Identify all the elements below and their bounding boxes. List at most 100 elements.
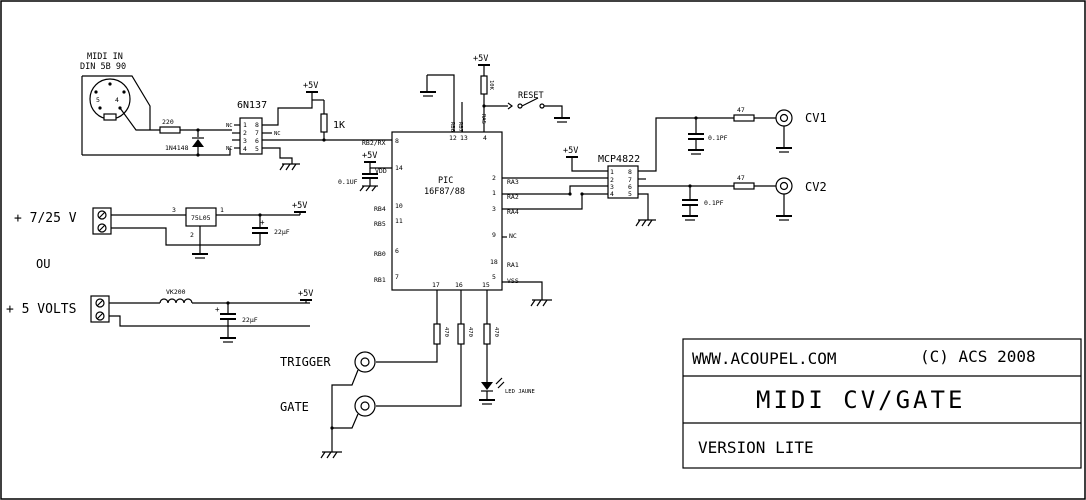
resistor-470-led-label: 470 [493,327,499,337]
opto-pin1: 1 [243,121,247,129]
dac-pin7: 7 [628,176,632,184]
pic-rb4-label: RB4 [374,205,386,213]
pic-pin1: 1 [492,189,496,197]
pic-pin9: 9 [492,231,496,239]
pic-name: PIC [438,176,453,186]
power-label-reset: +5V [473,54,488,64]
opto-pin6: 6 [255,137,259,145]
midi-pin4-label: 4 [115,96,119,104]
reg-pin-gnd: 2 [190,231,194,239]
dac-mcp4822: MCP4822 1 2 3 4 8 7 6 5 +5V [502,117,734,227]
pic-pin2: 2 [492,174,496,182]
title-website: WWW.ACOUPEL.COM [692,349,837,368]
supply-5v-section: + 5 VOLTS VK200 + 22µF +5V [6,288,313,343]
opto-pin3: 3 [243,137,247,145]
inductor-vk200 [159,298,193,304]
reset-circuit: +5V 10K RESET [473,54,570,132]
midi-pin5-label: 5 [96,96,100,104]
cv1-label: CV1 [805,111,827,125]
pic-pin12: 12 [449,134,457,142]
dac-cap1-label: 0.1PF [708,134,728,142]
pic-pin8: 8 [395,137,399,145]
optocoupler-name: 6N137 [237,100,267,111]
gate-label: GATE [280,400,309,414]
optocoupler-6n137: 6N137 1 2 3 4 8 7 6 5 NC NC NC [226,100,395,171]
trigger-jack [354,351,376,373]
opto-nc-pin7: NC [274,131,281,137]
pic-pin11: 11 [395,217,403,225]
pic-rb1-label: RB1 [374,276,386,284]
diode-label: 1N4148 [165,144,189,152]
inductor-label: VK200 [166,288,186,296]
supply-regulator-section: + 7/25 V 3 75L05 1 2 + 22µF +5V [14,201,307,259]
title-copyright: (C) ACS 2008 [920,347,1036,366]
trigger-label: TRIGGER [280,355,331,369]
reg-pin-out: 1 [220,206,224,214]
power-label-pic: +5V [362,151,377,161]
pic-ra5-label: RA5 [480,114,486,124]
pic-pin3: 3 [492,205,496,213]
pic-rb6-label: RB6 [449,122,455,132]
led-icon [481,382,493,390]
pic-rb5-label: RB5 [374,220,386,228]
pic-ra1-label: RA1 [507,261,519,269]
dac-name: MCP4822 [598,154,640,165]
opto-nc-pin4: NC [226,146,233,152]
pic-pin13: 13 [460,134,468,142]
resistor-220-label: 220 [162,118,174,126]
power-label-reg: +5V [292,201,307,211]
pic-rb7-label: RB7 [457,122,463,132]
power-label-5v: +5V [298,289,313,299]
led-label: LED JAUNE [505,389,535,395]
reg-cap-label: 22µF [274,228,290,236]
dac-pin6: 6 [628,183,632,191]
cv2-jack [775,177,793,195]
pic-vdd-label: VDD [375,167,387,175]
opto-pin4: 4 [243,145,247,153]
resistor-1k-label: 1K [333,120,345,131]
pic-pin18: 18 [490,258,498,266]
resistor-220 [159,126,181,134]
title-main: MIDI CV/GATE [756,386,965,414]
resistor-47-cv2 [733,182,755,190]
pic-ra3-label: RA3 [507,178,519,186]
pic-pin14: 14 [395,164,403,172]
supply-input-1-label: + 7/25 V [14,211,77,226]
reset-resistor-label: 10K [488,80,494,91]
dac-pin5: 5 [628,190,632,198]
opto-pin5: 5 [255,145,259,153]
dac-pin1: 1 [610,168,614,176]
dac-pin3: 3 [610,183,614,191]
pic-pin16: 16 [455,281,463,289]
pic-pin4: 4 [483,134,487,142]
midi-in-connector: MIDI IN DIN 5B 90 5 4 [80,52,231,156]
pic-pin15: 15 [482,281,490,289]
pic-pin17: 17 [432,281,440,289]
terminal-block-1 [92,207,112,235]
midi-in-model-label: DIN 5B 90 [80,62,126,72]
resistor-47-cv1 [733,114,755,122]
opto-nc-pin1: NC [226,123,233,129]
pic-ra2-label: RA2 [507,193,519,201]
pic-microcontroller: PIC 16F87/88 RB6 RB7 RA5 12 13 4 RB2/RX … [362,74,552,307]
diode-1n4148 [192,139,204,147]
pic-vss-label: VSS [507,277,519,285]
cv1-output-stage: 0.1PF 47 CV1 [688,106,827,155]
terminal-block-2 [90,295,110,323]
pic-pin7: 7 [395,273,399,281]
resistor-470-gate-label: 470 [467,327,473,337]
opto-pin8: 8 [255,121,259,129]
midi-in-label: MIDI IN [87,52,123,62]
regulator-75l05 [185,207,217,227]
gate-jack [354,395,376,417]
resistor-470-trigger-label: 470 [443,327,449,337]
dac-pin2: 2 [610,176,614,184]
pic-ra4-label: RA4 [507,208,519,216]
or-label: OU [36,257,50,271]
regulator-label: 75L05 [191,214,211,222]
supply-input-2-label: + 5 VOLTS [6,302,76,317]
supply-cap-plus: + [215,305,220,314]
power-label-opto: +5V [303,81,318,91]
